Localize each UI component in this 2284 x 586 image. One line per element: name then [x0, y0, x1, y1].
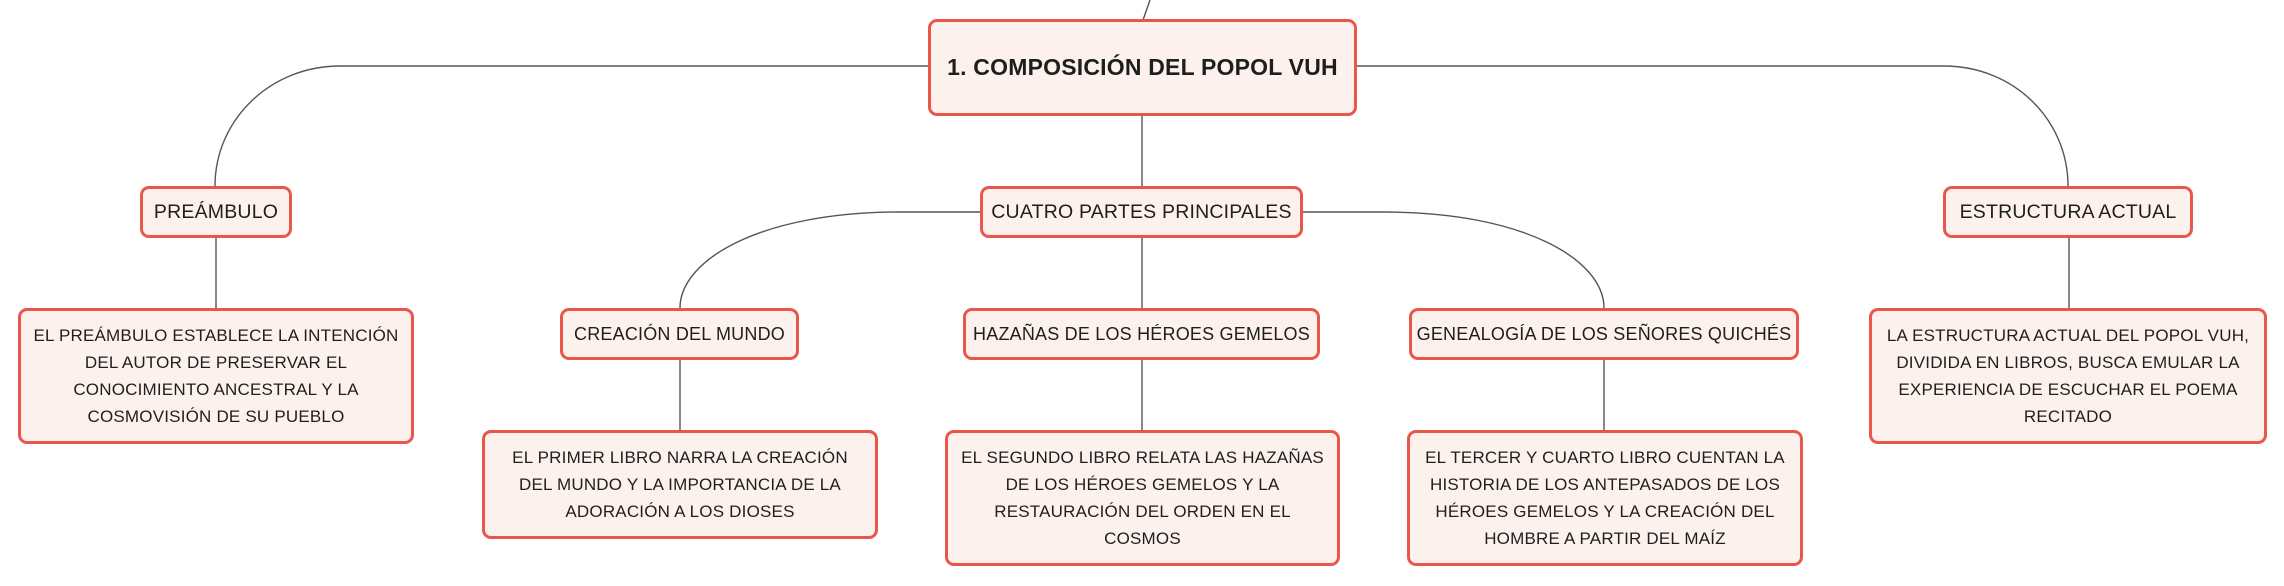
node-preambulo-description[interactable]: EL PREÁMBULO ESTABLECE LA INTENCIÓN DEL …	[18, 308, 414, 444]
node-genealogia-senores-quiches[interactable]: GENEALOGÍA DE LOS SEÑORES QUICHÉS	[1409, 308, 1799, 360]
root-node-label: 1. COMPOSICIÓN DEL POPOL VUH	[947, 54, 1338, 80]
connector-cuatro-creacion	[679, 211, 980, 309]
connector-cuatro-genealogia	[1303, 211, 1605, 309]
node-creacion-del-mundo-label: CREACIÓN DEL MUNDO	[574, 323, 785, 344]
node-hazanas-heroes-gemelos[interactable]: HAZAÑAS DE LOS HÉROES GEMELOS	[963, 308, 1320, 360]
node-cuatro-partes[interactable]: CUATRO PARTES PRINCIPALES	[980, 186, 1303, 238]
root-node[interactable]: 1. COMPOSICIÓN DEL POPOL VUH	[928, 19, 1357, 116]
node-creacion-description-text: EL PRIMER LIBRO NARRA LA CREACIÓN DEL MU…	[512, 448, 848, 521]
node-genealogia-senores-quiches-label: GENEALOGÍA DE LOS SEÑORES QUICHÉS	[1416, 323, 1792, 344]
node-estructura-actual[interactable]: ESTRUCTURA ACTUAL	[1943, 186, 2193, 238]
node-creacion-description[interactable]: EL PRIMER LIBRO NARRA LA CREACIÓN DEL MU…	[482, 430, 878, 539]
node-estructura-description-text: LA ESTRUCTURA ACTUAL DEL POPOL VUH, DIVI…	[1886, 326, 2250, 426]
node-preambulo-description-text: EL PREÁMBULO ESTABLECE LA INTENCIÓN DEL …	[33, 326, 399, 426]
node-genealogia-description[interactable]: EL TERCER Y CUARTO LIBRO CUENTAN LA HIST…	[1407, 430, 1803, 566]
node-hazanas-heroes-gemelos-label: HAZAÑAS DE LOS HÉROES GEMELOS	[973, 323, 1310, 344]
node-hazanas-description[interactable]: EL SEGUNDO LIBRO RELATA LAS HAZAÑAS DE L…	[945, 430, 1340, 566]
node-cuatro-partes-label: CUATRO PARTES PRINCIPALES	[991, 200, 1292, 223]
node-preambulo[interactable]: PREÁMBULO	[140, 186, 292, 238]
connector-parent-root	[1142, 0, 1151, 21]
node-estructura-actual-label: ESTRUCTURA ACTUAL	[1959, 200, 2177, 223]
node-preambulo-label: PREÁMBULO	[153, 200, 279, 223]
node-hazanas-description-text: EL SEGUNDO LIBRO RELATA LAS HAZAÑAS DE L…	[961, 448, 1324, 548]
connector-root-estructura	[1357, 65, 2069, 187]
node-genealogia-description-text: EL TERCER Y CUARTO LIBRO CUENTAN LA HIST…	[1425, 448, 1785, 548]
connector-root-preambulo	[214, 65, 928, 187]
node-creacion-del-mundo[interactable]: CREACIÓN DEL MUNDO	[560, 308, 799, 360]
node-estructura-description[interactable]: LA ESTRUCTURA ACTUAL DEL POPOL VUH, DIVI…	[1869, 308, 2267, 444]
